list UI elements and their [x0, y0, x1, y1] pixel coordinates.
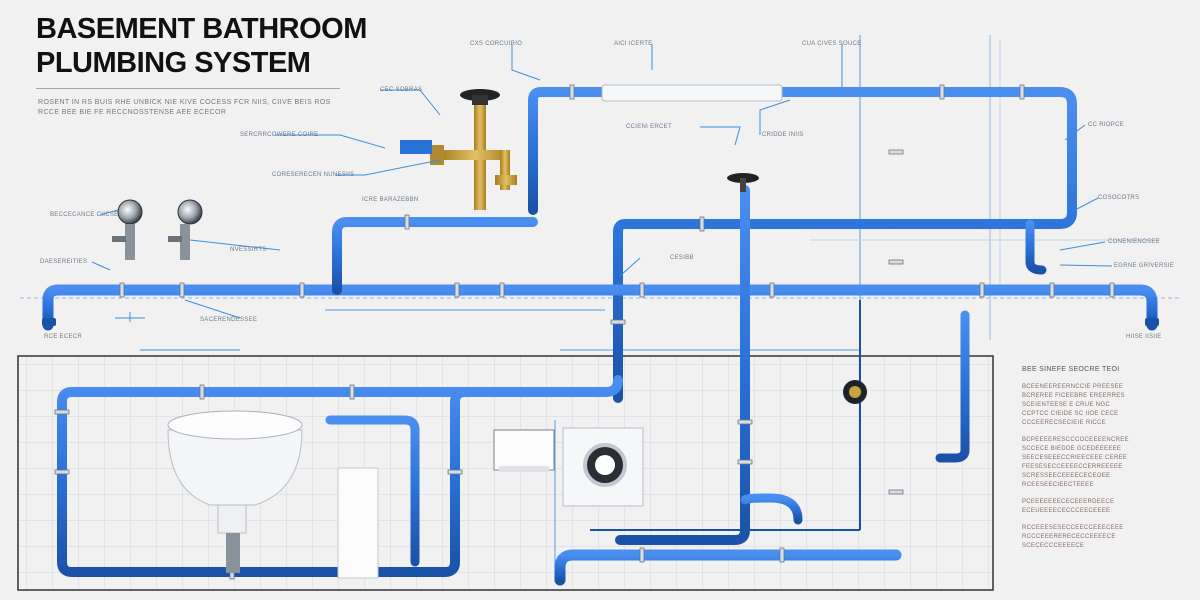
callout-label: CUA CIVES SOUCE	[802, 41, 862, 47]
notes-line: SCECECCCEEEECE	[1022, 543, 1085, 549]
brass-valve-assembly	[400, 89, 517, 210]
intro-text: ROSENT IN RS BUIS RHE UNBICK NIE KIVE CO…	[38, 98, 331, 118]
title-line-1: BASEMENT BATHROOM	[36, 13, 367, 45]
pipe-fittings	[54, 84, 1115, 580]
callout-label: CRIDDE INIIS	[762, 132, 804, 138]
notes-block-4: RCCEEESESECCEECCEEECEEE RCCCEEERERECECCE…	[1022, 524, 1182, 551]
callout-leaders	[91, 44, 1113, 351]
guide-lines	[20, 35, 1180, 580]
callout-label: BECCECANCE CIICSE	[50, 212, 119, 218]
callout-label: AICI ICERTE	[614, 41, 653, 47]
callout-label: CC RIOPCE	[1088, 122, 1125, 128]
vent-pipe	[601, 84, 783, 102]
notes-line: ECEUEEEECECCCEECEEEE	[1022, 508, 1111, 514]
notes-line: PCEEEEEEECECEEERDEECE	[1022, 499, 1115, 505]
callout-label: ICRE BARAZEBBN	[362, 197, 419, 203]
callout-label: EGRNE GRIVERSIE	[1114, 263, 1175, 269]
washing-machine	[562, 427, 644, 507]
notes-line: RCCEEESESECCEECCEEECEEE	[1022, 525, 1124, 531]
notes-line: RCCCEEERERECECCEEEECE	[1022, 534, 1116, 540]
intro-line: RCCE BEE BIE FE RECCNOSSTENSE AEE ECECOR	[38, 109, 227, 116]
notes-line: BCEENEEREERNCCIE PREESEE	[1022, 384, 1124, 390]
floor-drain	[843, 380, 867, 404]
notes-line: SCCECE BIEDDE GCEDEEEEEE	[1022, 446, 1122, 452]
callout-label: CESIBB	[670, 255, 694, 261]
notes-line: BCPEEEERESCCCOCEEEENCREE	[1022, 437, 1129, 443]
callout-label: CXS CORCUIRIO	[470, 41, 523, 47]
notes-block-1: BCEENEEREERNCCIE PREESEE BCREREE FICEEBR…	[1022, 383, 1182, 428]
shower-fixtures	[112, 199, 203, 260]
shutoff-valve-handle	[727, 173, 759, 192]
pipe-end-caps	[42, 318, 1159, 326]
callout-label: CEC SOBRAS	[380, 87, 423, 93]
page-title: BASEMENT BATHROOM PLUMBING SYSTEM	[36, 12, 367, 80]
notes-line: RCEESEECIEECTEEEE	[1022, 482, 1094, 488]
notes-panel: BEE SINEFE SEOCRE TEOI BCEENEEREERNCCIE …	[1022, 366, 1182, 551]
notes-block-3: PCEEEEEEECECEEERDEECE ECEUEEEECECCCEECEE…	[1022, 498, 1182, 516]
callout-label: DAESEREITIES	[40, 259, 88, 265]
callout-label: SACERENDESSEE	[200, 317, 258, 323]
notes-line: SCRESSEECEEEECECEOEE	[1022, 473, 1111, 479]
edge-label-right: HIISE IISIIE	[1126, 334, 1162, 340]
notes-line: FEESESECCEEEECCERREEEEE	[1022, 464, 1123, 470]
callout-label: CONENIENOSEE	[1108, 239, 1160, 245]
notes-heading: BEE SINEFE SEOCRE TEOI	[1022, 366, 1120, 373]
vanity-cabinet	[337, 467, 379, 579]
notes-line: BCREREE FICEEBRE EREERRES	[1022, 393, 1125, 399]
title-divider	[36, 88, 340, 89]
callout-label: CORESERECEN NUNESIIS	[272, 172, 355, 178]
edge-label-left: RCE ECECR	[44, 334, 83, 340]
callout-label: CCIENI ERCET	[626, 124, 672, 130]
callout-label: SERCRRCOWERE COIRE	[240, 132, 319, 138]
toilet-fixture	[167, 410, 303, 573]
callout-label: NVESSIRTS	[230, 247, 267, 253]
supply-pipes	[42, 64, 1158, 586]
intro-line: ROSENT IN RS BUIS RHE UNBICK NIE KIVE CO…	[38, 99, 331, 106]
notes-line: CCPTCC CIEIDE SC IIOE CECE	[1022, 411, 1119, 417]
notes-block-2: BCPEEEERESCCCOCEEEENCREE SCCECE BIEDDE G…	[1022, 436, 1182, 490]
notes-line: SEECESEEECCRIEECEEE CEREE	[1022, 455, 1128, 461]
callout-label: COSOCOTRS	[1098, 195, 1140, 201]
title-line-2: PLUMBING SYSTEM	[36, 47, 311, 79]
notes-line: CCCEERECSECIEIE RICCE	[1022, 420, 1106, 426]
notes-line: SCEIENTEESE E CRUE NGC	[1022, 402, 1110, 408]
sink-fixture	[493, 429, 555, 472]
